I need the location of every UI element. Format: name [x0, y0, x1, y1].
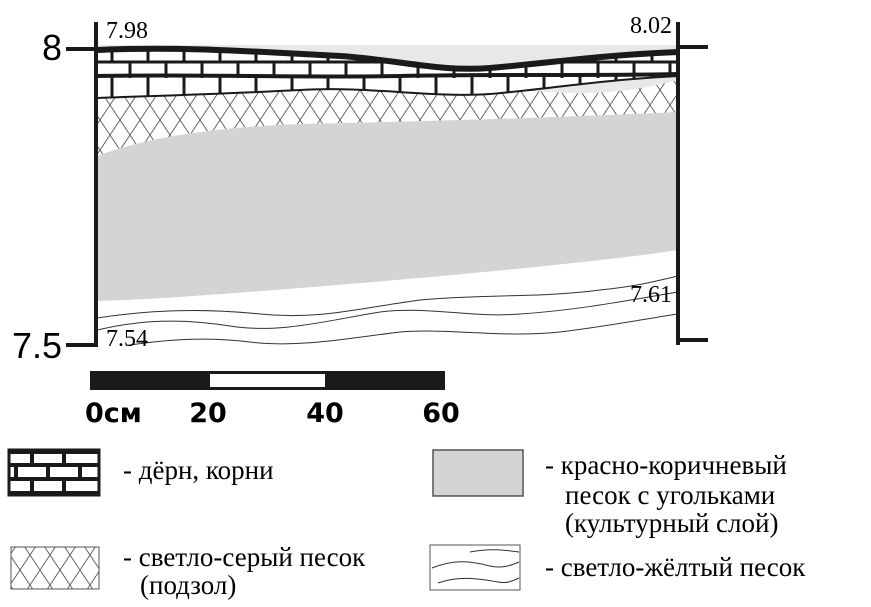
axis-label-8: 8 — [42, 27, 62, 68]
legend-culture-label-2: песок с угольками — [565, 480, 776, 510]
legend-culture-label-3: (культурный слой) — [565, 508, 779, 538]
axis-label-7-5: 7.5 — [12, 325, 62, 366]
legend-podzol-label-1: - светло-серый песок — [123, 542, 366, 572]
legend-podzol-label-2: (подзол) — [140, 570, 237, 600]
turf-top-edge — [96, 45, 679, 72]
hatch-icon — [10, 546, 100, 590]
yellow-sand-layer — [97, 275, 678, 345]
elevation-bottom-left: 7.54 — [106, 326, 148, 352]
turf-bottom-edge — [96, 72, 679, 79]
turf-base-edge — [96, 75, 679, 99]
culture-layer — [97, 112, 678, 301]
elevation-top-right: 8.02 — [630, 13, 672, 39]
elevation-bottom-right: 7.61 — [630, 282, 672, 308]
scale-bar — [90, 371, 445, 390]
scale-label-0: 0см — [85, 398, 142, 429]
grey-fill-icon — [432, 449, 524, 497]
brick-icon — [7, 448, 101, 497]
legend-turf-label: - дёрн, корни — [123, 455, 274, 485]
scale-label-20: 20 — [189, 398, 227, 429]
scale-label-60: 60 — [422, 398, 460, 429]
legend-yellow-sand-label: - светло-жёлтый песок — [545, 552, 806, 582]
wave-icon — [429, 544, 521, 591]
legend-culture-label-1: - красно-коричневый — [545, 450, 787, 480]
elevation-top-left: 7.98 — [106, 18, 148, 44]
scale-label-40: 40 — [306, 398, 344, 429]
